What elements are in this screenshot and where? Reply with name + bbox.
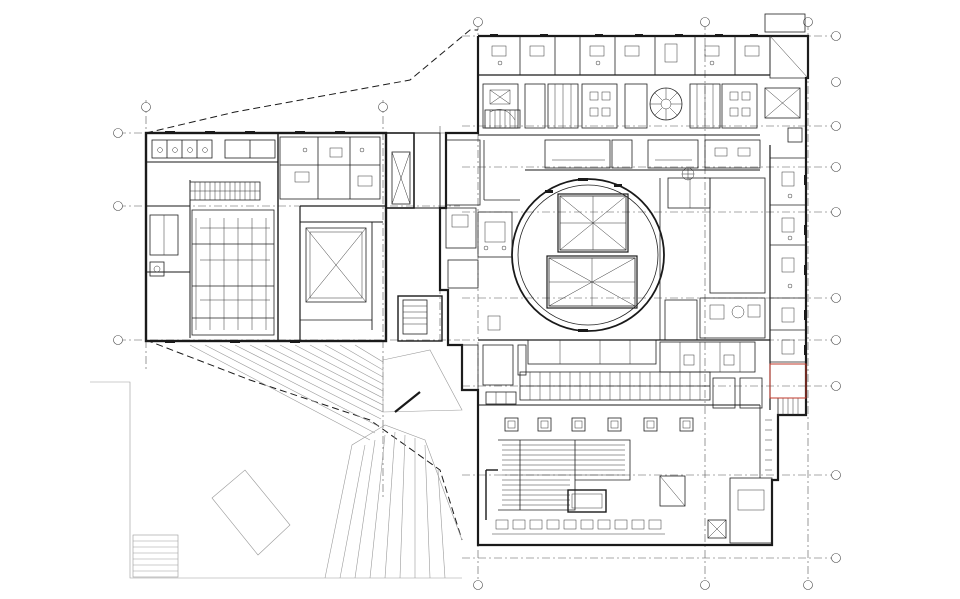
- entrance-canopy: [382, 349, 463, 413]
- entrance-vestibule: [461, 344, 517, 405]
- bridge-connector: [385, 132, 443, 342]
- grid-bubble: [831, 162, 841, 172]
- grid-bubble: [141, 102, 151, 112]
- grid-bubble: [831, 381, 841, 391]
- roof-unit: [764, 13, 806, 33]
- rooms-east-of-rotunda: [659, 177, 766, 341]
- grand-stair: [519, 371, 763, 409]
- grid-bubble: [831, 31, 841, 41]
- grid-bubble: [473, 580, 483, 590]
- grid-bubbles: [113, 17, 841, 590]
- grid-bubble: [700, 580, 710, 590]
- grid-bubble: [803, 17, 813, 27]
- stair-west: [189, 181, 261, 201]
- office-strip-east: [769, 127, 807, 416]
- grid-bubble: [831, 293, 841, 303]
- grid-bubble: [831, 77, 841, 87]
- grid-bubble: [113, 335, 123, 345]
- landscape-planter: [211, 469, 291, 556]
- main-hall: [478, 404, 760, 432]
- rooms-row-3: [544, 139, 761, 181]
- landscape-steps: [132, 534, 179, 578]
- grid-bubble: [113, 128, 123, 138]
- grid-bubble: [831, 207, 841, 217]
- grid-bubble: [378, 102, 388, 112]
- grid-bubble: [113, 201, 123, 211]
- rooms-west-of-rotunda: [445, 139, 520, 289]
- site-lines: [90, 29, 478, 579]
- office-row-north: [478, 13, 809, 79]
- rooms-south-east: [659, 405, 773, 544]
- atrium-void-west: [305, 227, 367, 303]
- grid-bubble: [803, 580, 813, 590]
- grid-bubble: [831, 335, 841, 345]
- table-row: [492, 519, 665, 535]
- west-wing: [144, 131, 388, 343]
- outdoor-terrace-steps: [189, 344, 384, 441]
- grid-bubble: [831, 553, 841, 563]
- grid-bubble: [831, 121, 841, 131]
- corridor-band: [478, 315, 770, 386]
- grid-bubble: [831, 470, 841, 480]
- highlighted-room: [769, 363, 807, 399]
- service-core-north: [482, 83, 801, 129]
- grid-bubble: [700, 17, 710, 27]
- central-rotunda: [511, 178, 665, 332]
- entrance-door: [394, 391, 421, 413]
- auditorium-seating: [485, 439, 631, 520]
- lecture-hall-seating: [191, 209, 275, 336]
- east-building: [438, 13, 810, 547]
- grid-bubble: [473, 17, 483, 27]
